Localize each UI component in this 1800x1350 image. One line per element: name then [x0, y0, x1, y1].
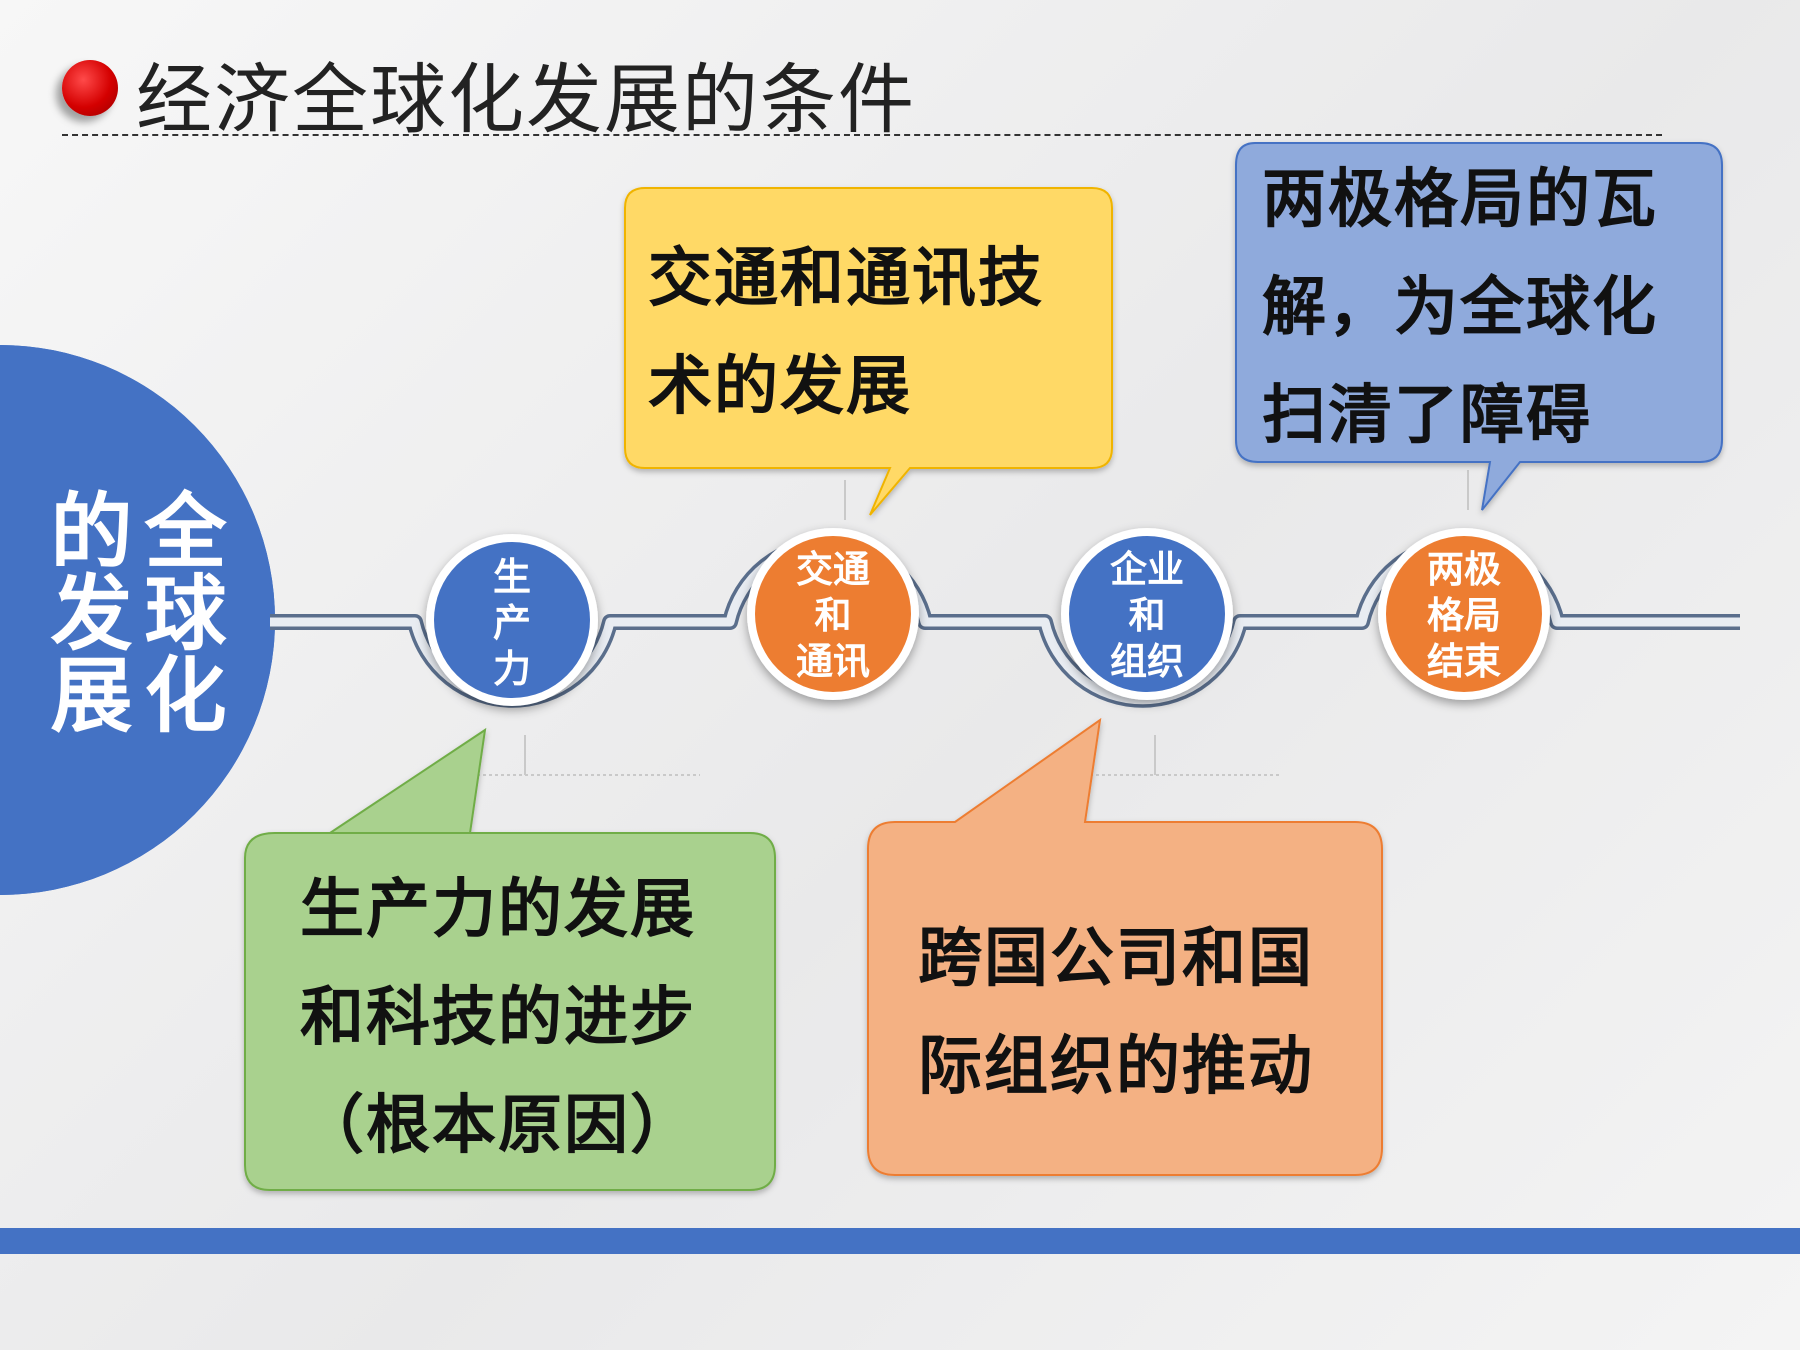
side-title-col2: 的发展	[36, 488, 131, 734]
node-enterprise-label: 企业 和 组织	[1110, 548, 1184, 683]
node-enterprise	[1061, 528, 1233, 700]
callout-bipolar-text: 两极格局的瓦 解，为全球化 扫清了障碍	[1262, 163, 1658, 453]
page-title: 经济全球化发展的条件	[136, 55, 916, 144]
node-enterprise-circle	[1069, 536, 1225, 692]
node-transport	[747, 528, 919, 700]
side-circle	[0, 348, 272, 892]
bottom-bar	[0, 1228, 1800, 1254]
callout-transport-text: 交通和通讯技 术的发展	[648, 242, 1044, 424]
callout-multinational	[867, 717, 1383, 1176]
callout-bipolar	[1235, 142, 1723, 511]
node-bipolar	[1378, 528, 1550, 700]
node-transport-circle	[755, 536, 911, 692]
node-productivity	[426, 534, 598, 706]
callout-multinational-text: 跨国公司和国 际组织的推动	[918, 922, 1314, 1104]
node-bipolar-label: 两极 格局 结束	[1427, 548, 1501, 683]
guide-lines	[465, 470, 1469, 776]
title-bullet-icon	[62, 60, 118, 116]
callout-productivity-text: 生产力的发展 和科技的进步 （根本原因）	[300, 873, 696, 1163]
node-productivity-label: 生 产 力	[492, 555, 531, 691]
node-productivity-circle	[434, 542, 590, 698]
side-title-col1: 全球化	[130, 488, 225, 734]
callout-transport	[624, 187, 1113, 516]
callout-productivity	[244, 727, 776, 1191]
node-bipolar-circle	[1386, 536, 1542, 692]
title-divider	[62, 134, 1662, 136]
node-transport-label: 交通 和 通讯	[796, 548, 870, 683]
